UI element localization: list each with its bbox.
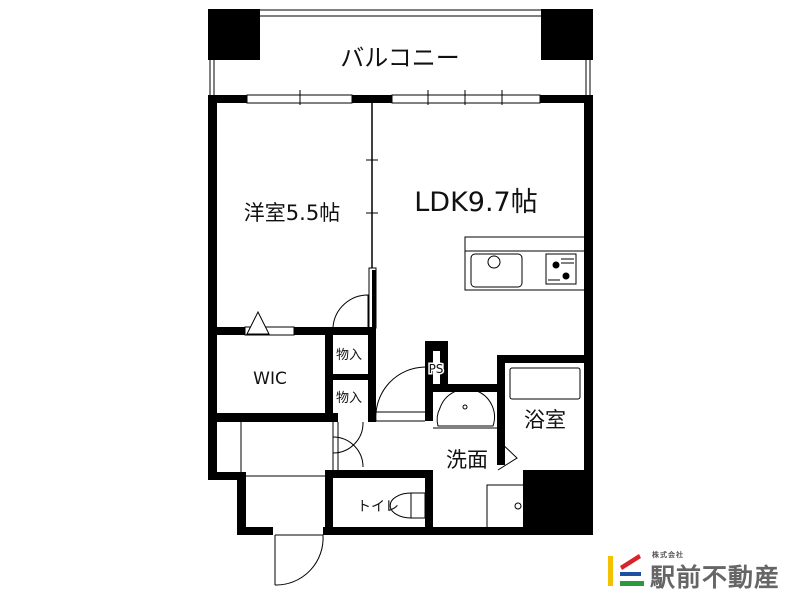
kitchen-sink-icon [470, 253, 523, 288]
room-label-bath: 浴室 [524, 408, 566, 432]
bathtub-icon [509, 367, 581, 400]
logo-company-type: 株式会社 [652, 551, 684, 559]
toilet-icon [389, 492, 426, 519]
pillar-left [208, 9, 260, 60]
kitchen-counter [464, 236, 586, 291]
interior-walls [208, 326, 593, 535]
partition-sliding [366, 103, 378, 329]
logo-company-name: 駅前不動産 [650, 563, 781, 592]
gas-stove-icon [545, 253, 577, 285]
entrance [240, 422, 325, 477]
doors [274, 294, 518, 586]
exterior-walls [208, 95, 593, 535]
wash-basin-icon [433, 388, 497, 429]
room-label-storage-1: 物入 [336, 348, 362, 363]
top-wall [208, 90, 593, 105]
room-label-ps: PS [429, 362, 444, 376]
company-logo: 株式会社 駅前不動産 [606, 550, 796, 592]
washing-machine-icon [486, 484, 526, 529]
room-label-washroom: 洗面 [446, 448, 488, 472]
balcony [208, 9, 593, 95]
logo-mark-icon [608, 554, 644, 586]
pillar-right [541, 9, 593, 60]
room-label-balcony: バルコニー [340, 44, 460, 72]
room-label-ldk: LDK9.7帖 [414, 187, 537, 218]
room-label-western: 洋室5.5帖 [244, 201, 340, 225]
wic-door-marker [246, 310, 270, 335]
room-label-storage-2: 物入 [336, 391, 362, 406]
room-label-wic: WIC [253, 369, 287, 389]
room-label-toilet: トイレ [357, 499, 399, 515]
